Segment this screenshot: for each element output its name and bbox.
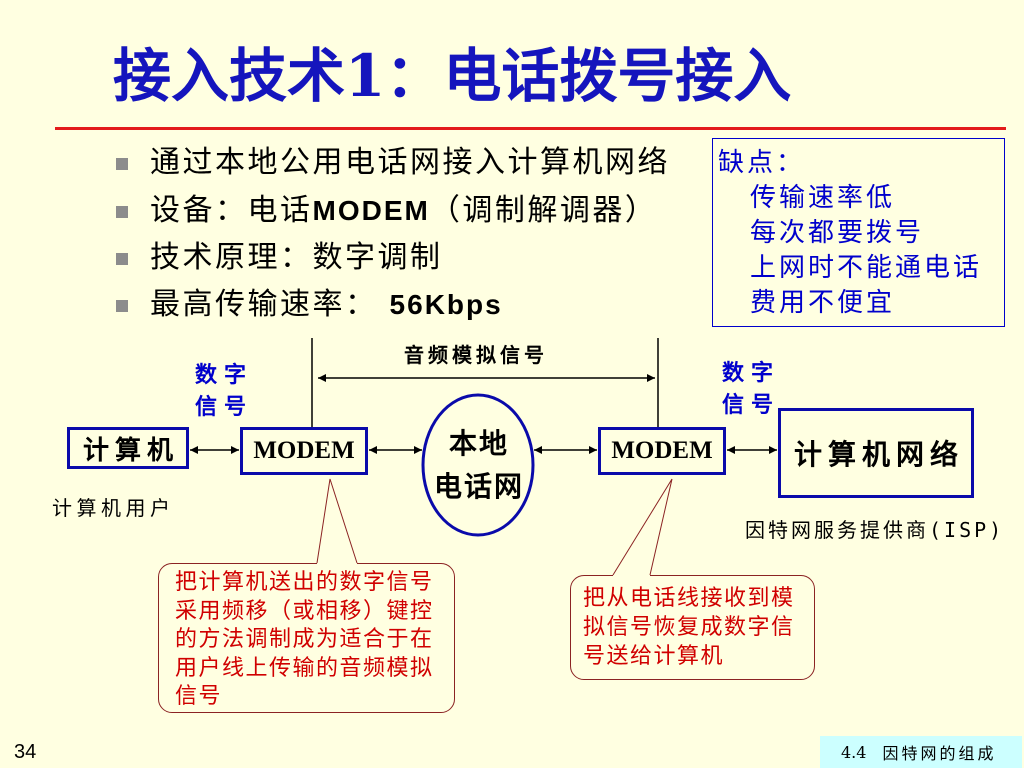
square-bullet-icon bbox=[116, 299, 128, 312]
digital-signal-label-right: 数字 信号 bbox=[722, 357, 780, 421]
section-title: 因特网的组成 bbox=[882, 744, 997, 763]
bullet-item-device: 设备：电话MODEM（调制解调器） bbox=[113, 187, 657, 235]
modulation-callout-tail-fill bbox=[317, 479, 357, 566]
digital-signal-label-line: 信号 bbox=[195, 394, 254, 420]
callout-line: 用户线上传输的音频模拟 bbox=[175, 655, 434, 681]
demodulation-callout-tail bbox=[612, 478, 673, 576]
callout-line: 采用频移（或相移）键控 bbox=[175, 598, 434, 624]
modem-left-node: MODEM bbox=[240, 427, 368, 475]
phone-network-label-line: 电话网 bbox=[433, 470, 524, 503]
modem-right-label: MODEM bbox=[611, 437, 713, 464]
callout-line: 信号 bbox=[175, 684, 223, 709]
disadvantages-list: 传输速率低 每次都要拨号 上网时不能通电话 费用不便宜 bbox=[718, 181, 982, 321]
demodulation-callout-tail-fill bbox=[613, 479, 672, 578]
digital-signal-label-line: 数字 bbox=[722, 360, 781, 386]
bullet-item-access-path: 通过本地公用电话网接入计算机网络 bbox=[113, 139, 670, 187]
modulation-callout: 把计算机送出的数字信号 采用频移（或相移）键控 的方法调制成为适合于在 用户线上… bbox=[158, 563, 455, 713]
title-divider bbox=[55, 127, 1006, 130]
callout-line: 的方法调制成为适合于在 bbox=[175, 627, 434, 652]
callout-line: 把计算机送出的数字信号 bbox=[175, 570, 434, 595]
disadvantage-item: 上网时不能通电话 bbox=[750, 253, 983, 283]
demodulation-callout: 把从电话线接收到模 拟信号恢复成数字信 号送给计算机 bbox=[570, 575, 815, 680]
computer-network-label: 计算机网络 bbox=[793, 438, 964, 471]
computer-node-label: 计算机 bbox=[82, 435, 179, 466]
bullet-text: 最高传输速率： bbox=[150, 287, 390, 322]
isp-caption: 因特网服务提供商(ISP) bbox=[745, 518, 1005, 542]
square-bullet-icon bbox=[116, 157, 128, 170]
bullet-item-max-rate: 最高传输速率： 56Kbps bbox=[113, 281, 503, 329]
disadvantage-item: 费用不便宜 bbox=[750, 288, 896, 318]
bullet-text: 设备：电话 bbox=[150, 193, 313, 228]
bullet-text-emphasis: 56Kbps bbox=[389, 289, 503, 320]
callout-line: 号送给计算机 bbox=[583, 644, 725, 669]
square-bullet-icon bbox=[116, 205, 128, 218]
disadvantage-item: 每次都要拨号 bbox=[750, 218, 925, 248]
digital-signal-label-line: 信号 bbox=[722, 392, 781, 418]
section-number: 4.4 bbox=[841, 742, 867, 762]
bullet-text: 技术原理：数字调制 bbox=[150, 240, 443, 275]
bullet-text-emphasis: MODEM bbox=[312, 195, 430, 226]
digital-signal-label-left: 数字 信号 bbox=[195, 359, 253, 423]
section-badge: 4.4 因特网的组成 bbox=[820, 736, 1022, 768]
page-number: 34 bbox=[14, 741, 37, 763]
computer-network-node: 计算机网络 bbox=[778, 408, 974, 498]
square-bullet-icon bbox=[116, 252, 128, 265]
modem-left-label: MODEM bbox=[253, 437, 355, 464]
callout-line: 拟信号恢复成数字信 bbox=[583, 615, 795, 640]
digital-signal-label-line: 数字 bbox=[195, 362, 254, 388]
phone-network-label-line: 本地 bbox=[448, 427, 509, 460]
computer-user-caption: 计算机用户 bbox=[52, 496, 175, 520]
phone-network-label: 本地 电话网 bbox=[422, 395, 534, 535]
modulation-callout-tail bbox=[316, 478, 358, 564]
disadvantages-content: 缺点： 传输速率低 每次都要拨号 上网时不能通电话 费用不便宜 bbox=[718, 146, 982, 321]
disadvantage-item: 传输速率低 bbox=[750, 183, 896, 213]
bullet-item-principle: 技术原理：数字调制 bbox=[113, 234, 443, 282]
computer-node: 计算机 bbox=[67, 427, 189, 469]
disadvantages-heading: 缺点： bbox=[718, 148, 806, 178]
bullet-text: 通过本地公用电话网接入计算机网络 bbox=[150, 145, 670, 180]
modem-right-node: MODEM bbox=[598, 427, 726, 475]
slide-title: 接入技术1：电话拨号接入 bbox=[113, 42, 792, 110]
analog-signal-label: 音频模拟信号 bbox=[404, 343, 548, 367]
disadvantages-box: 缺点： 传输速率低 每次都要拨号 上网时不能通电话 费用不便宜 bbox=[712, 138, 1005, 327]
callout-line: 把从电话线接收到模 bbox=[583, 586, 795, 611]
bullet-text: （调制解调器） bbox=[429, 193, 658, 228]
